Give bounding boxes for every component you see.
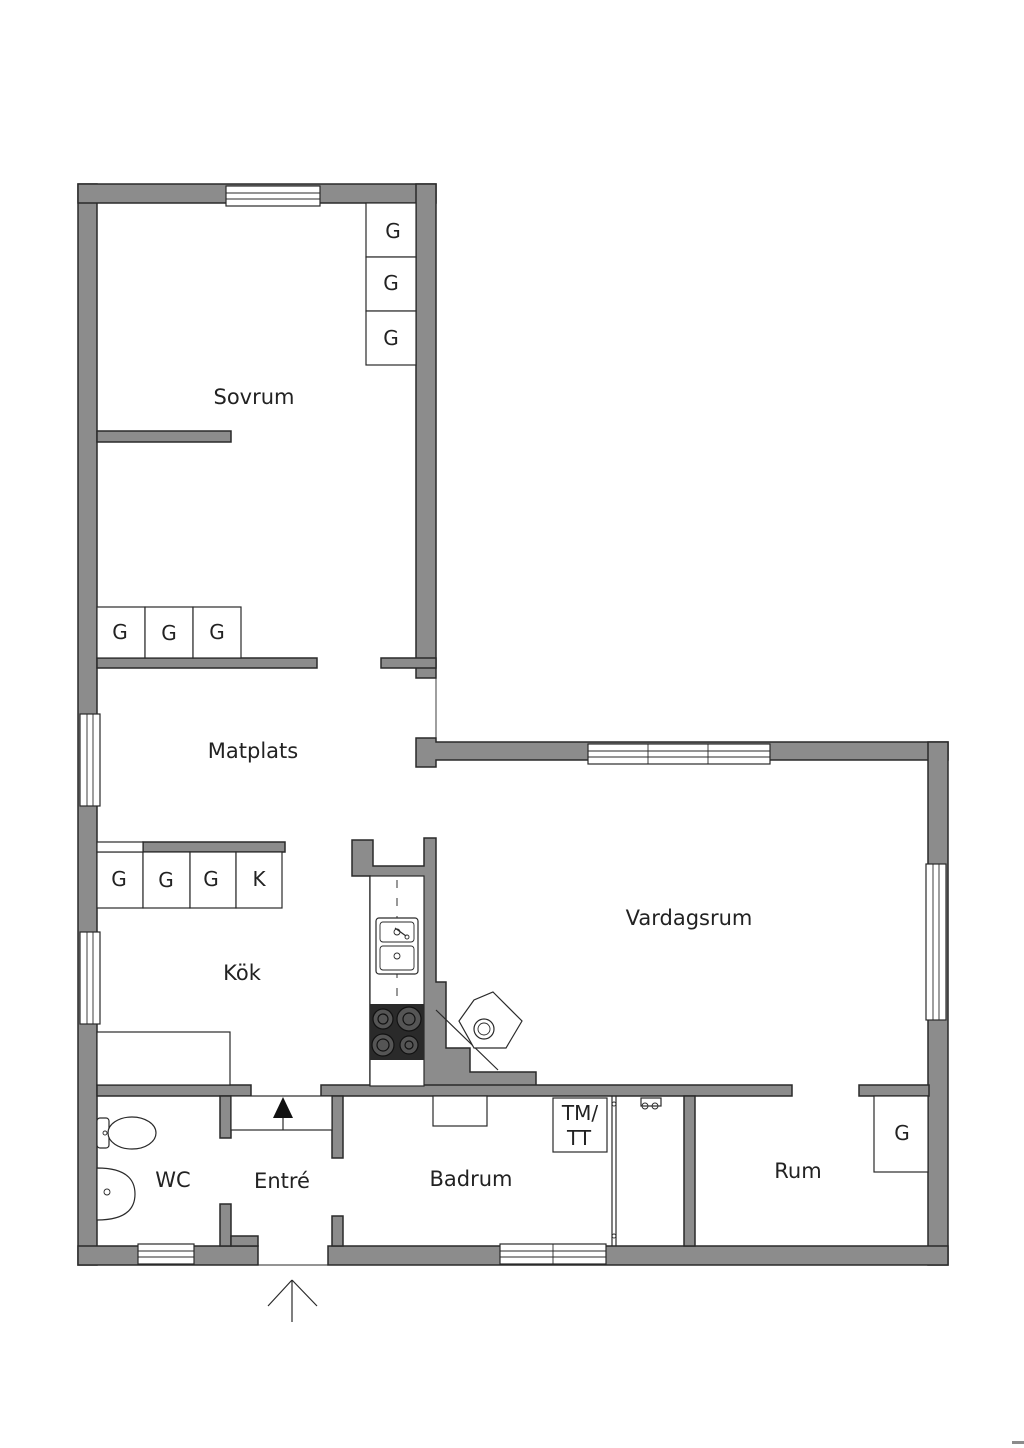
kok-cabinets: G G G K xyxy=(96,841,286,909)
arrow-up-icon xyxy=(273,1097,293,1118)
wardrobe-label: G xyxy=(209,620,225,644)
cabinet-label: K xyxy=(252,867,266,891)
kitchen-bench xyxy=(96,1031,231,1086)
cabinet-label: G xyxy=(158,868,174,892)
room-label-matplats: Matplats xyxy=(208,739,298,763)
entrance-arrow-icon xyxy=(267,1279,318,1322)
laundry-label: TM/ xyxy=(561,1101,598,1125)
room-label-wc: WC xyxy=(155,1168,190,1192)
room-label-badrum: Badrum xyxy=(429,1167,512,1191)
room-labels: Sovrum Matplats Kök Vardagsrum WC Entré … xyxy=(155,385,821,1193)
entrance xyxy=(230,1095,333,1322)
fireplace-icon xyxy=(435,991,523,1071)
sink-icon xyxy=(375,917,419,975)
windows xyxy=(79,185,947,1265)
wardrobe-label: G xyxy=(383,326,399,350)
bathroom-fixtures: TM/ TT xyxy=(432,1095,662,1246)
room-label-kok: Kök xyxy=(223,961,262,985)
kitchen-counter xyxy=(369,875,425,1087)
room-label-entre: Entré xyxy=(254,1169,310,1193)
sovrum-wardrobes-right: G G G xyxy=(365,202,417,366)
wardrobe-label: G xyxy=(161,621,177,645)
door-openings xyxy=(258,678,437,1266)
laundry-label: TT xyxy=(566,1126,592,1150)
walls xyxy=(77,183,949,1266)
wardrobe-label: G xyxy=(112,620,128,644)
cabinet-label: G xyxy=(111,867,127,891)
cabinet-label: G xyxy=(203,867,219,891)
room-label-rum: Rum xyxy=(774,1159,821,1183)
rum-wardrobe: G xyxy=(873,1095,929,1173)
wardrobe-label: G xyxy=(385,219,401,243)
page-mark xyxy=(1012,1441,1024,1444)
wardrobe-label: G xyxy=(894,1121,910,1145)
toilet-icon xyxy=(96,1116,157,1150)
stove-icon xyxy=(370,1004,424,1060)
room-label-sovrum: Sovrum xyxy=(213,385,294,409)
wardrobe-label: G xyxy=(383,271,399,295)
sovrum-wardrobes-bottom: G G G xyxy=(96,606,242,659)
room-label-vardagsrum: Vardagsrum xyxy=(626,906,753,930)
shower-tap-icon xyxy=(640,1097,662,1110)
washbasin-icon xyxy=(96,1167,136,1221)
